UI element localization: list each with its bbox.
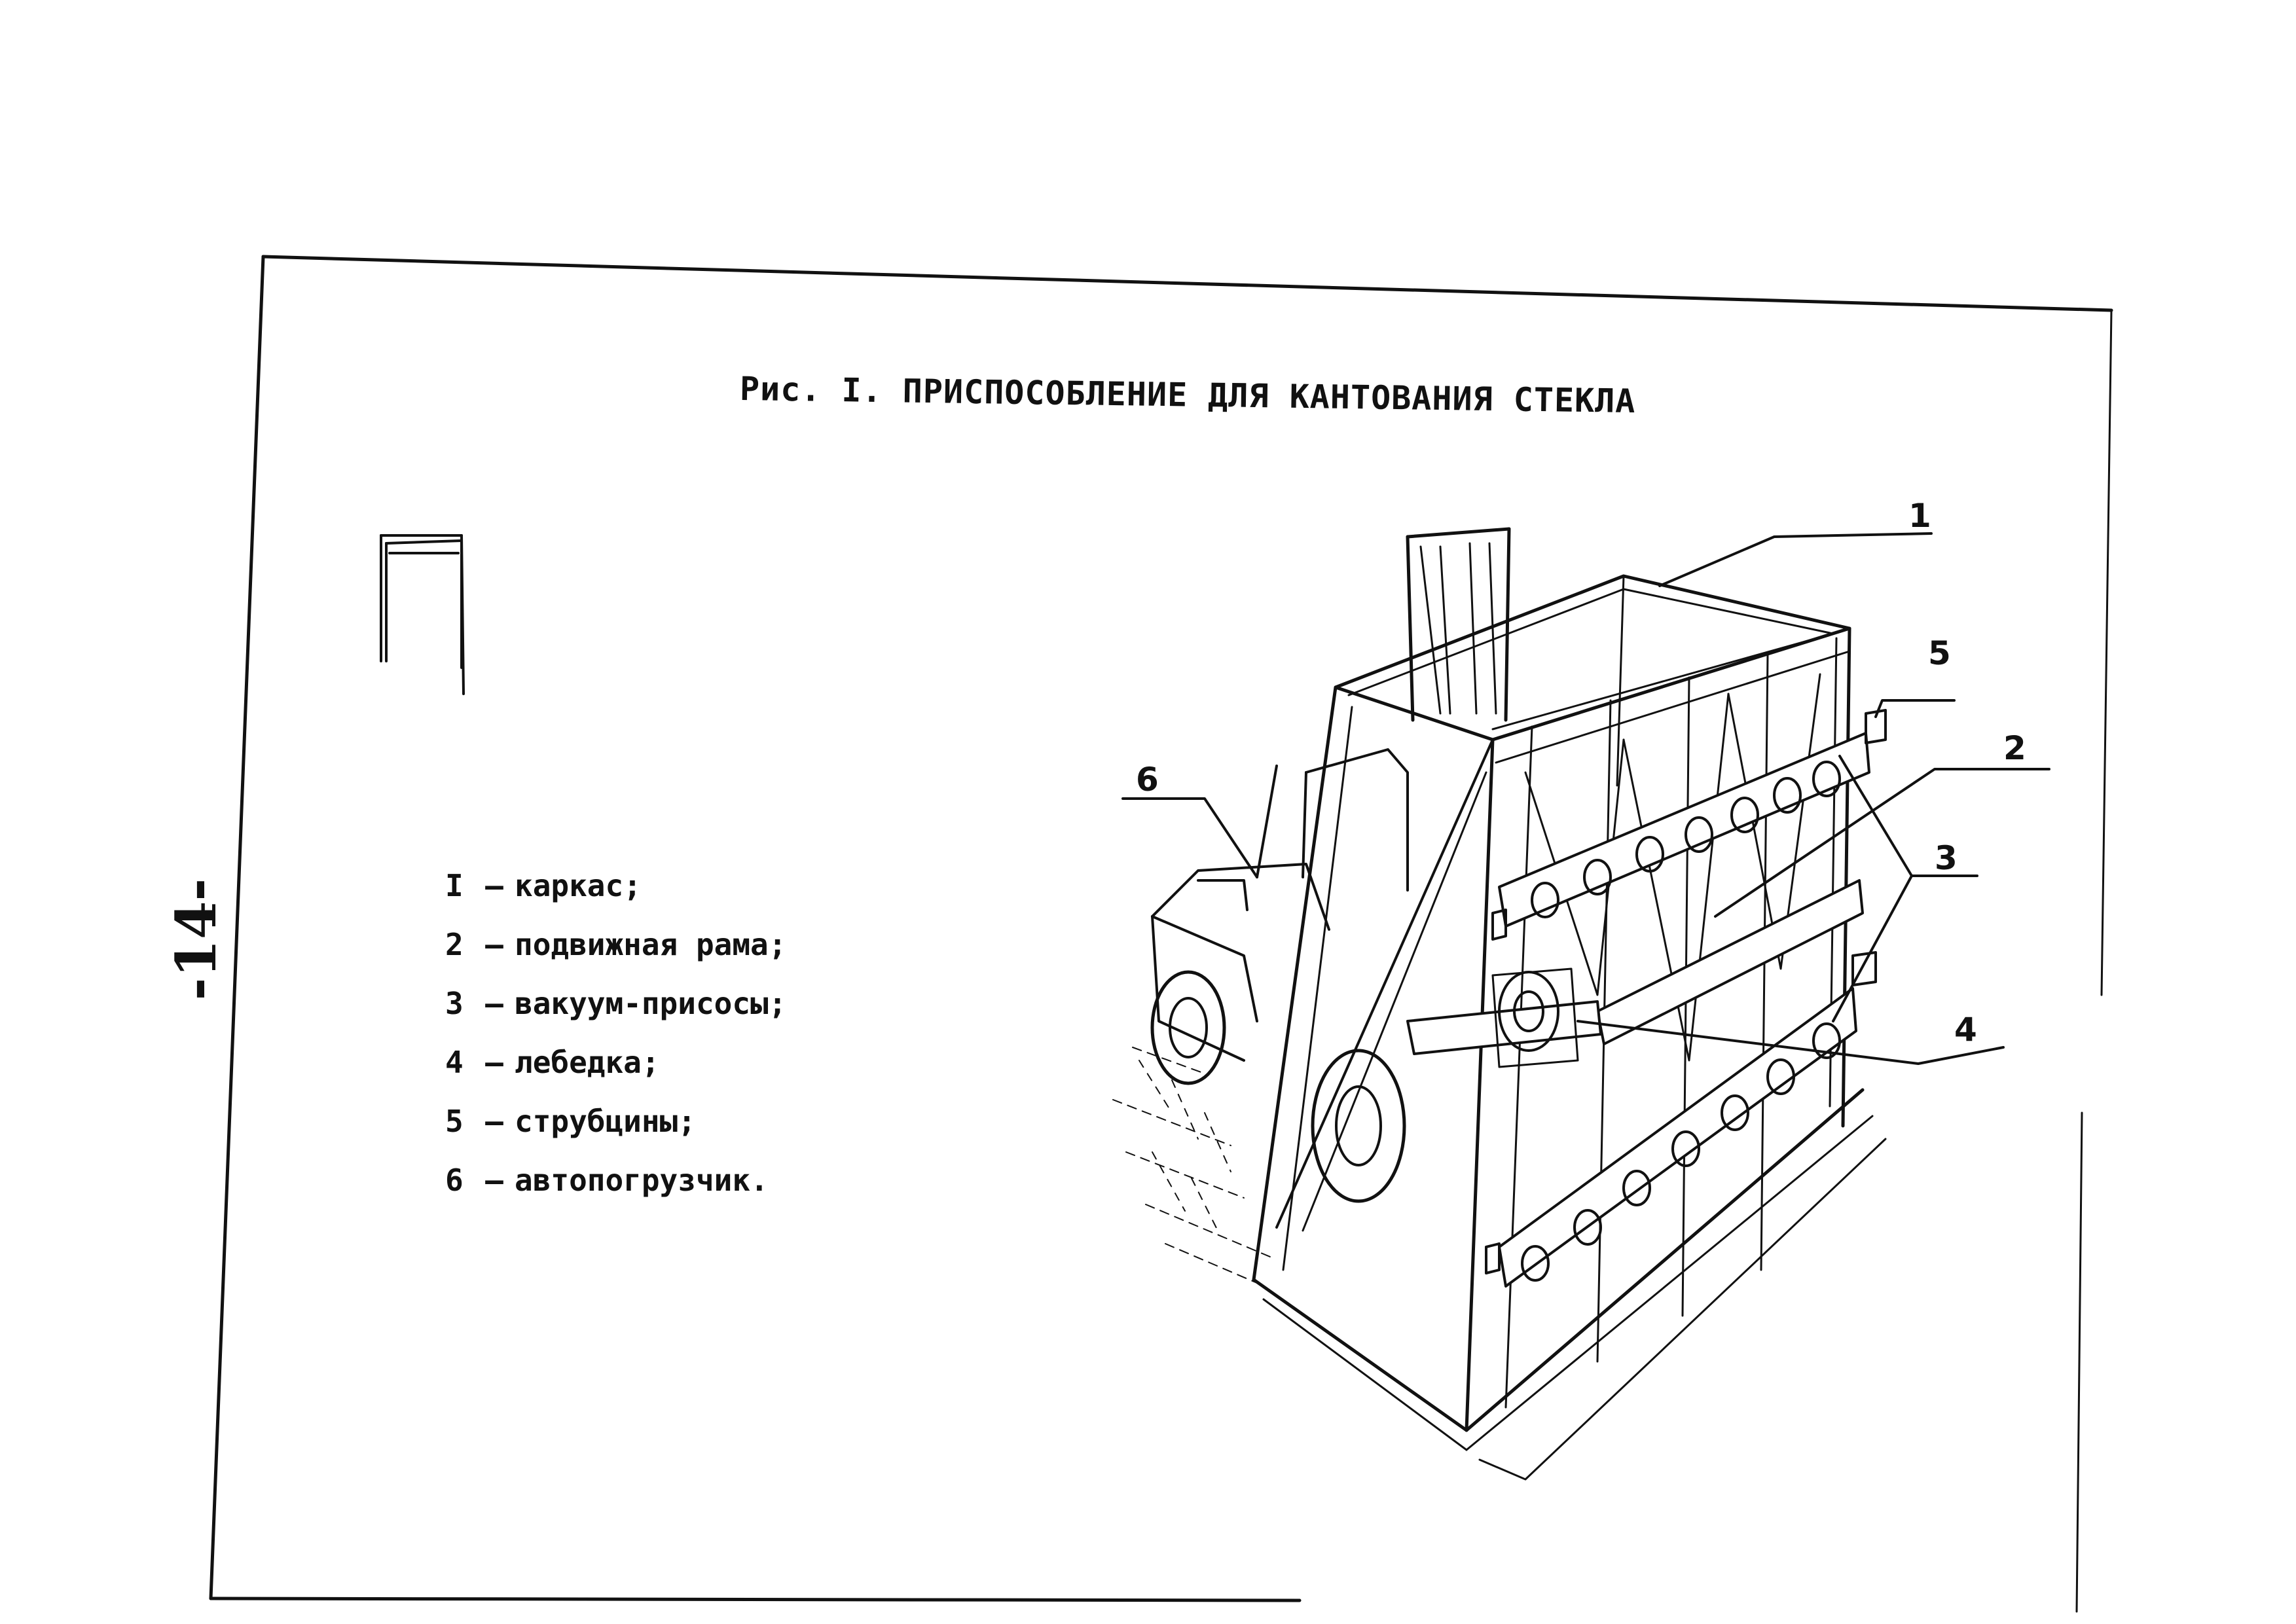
legend-text: вакуум-присосы; <box>515 986 787 1021</box>
legend-dash: – <box>485 927 503 962</box>
legend-list: I–каркас; 2–подвижная рама; 3–вакуум-при… <box>445 856 786 1210</box>
legend-text: лебедка; <box>515 1045 660 1080</box>
upper-suction-bar <box>1498 732 1870 928</box>
callout-1: 1 <box>1908 497 1931 535</box>
frame-karkas <box>1252 574 1887 1481</box>
legend-number: 5 <box>445 1104 464 1139</box>
callout-5: 5 <box>1928 634 1951 672</box>
lift-mast <box>1406 527 1511 722</box>
legend-number: 6 <box>445 1163 464 1198</box>
legend-text: каркас; <box>515 868 642 903</box>
callout-2: 2 <box>2003 729 2026 767</box>
legend-dash: – <box>485 986 503 1021</box>
lower-suction-bar <box>1498 987 1857 1288</box>
legend-number: I <box>445 868 464 903</box>
winch <box>1406 967 1602 1068</box>
legend-text: струбцины; <box>515 1104 696 1139</box>
callout-labels: 1 5 2 3 4 6 <box>1136 497 2026 1049</box>
legend-dash: – <box>485 868 503 903</box>
callout-4: 4 <box>1954 1011 1977 1049</box>
legend-dash: – <box>485 1104 503 1139</box>
legend-number: 4 <box>445 1045 464 1080</box>
legend-item: 4–лебедка; <box>445 1033 786 1092</box>
legend-item: 2–подвижная рама; <box>445 915 786 974</box>
legend-number: 3 <box>445 986 464 1021</box>
legend-dash: – <box>485 1045 503 1080</box>
forklift-illustration <box>380 534 1409 1284</box>
legend-item: 3–вакуум-присосы; <box>445 974 786 1033</box>
leader-lines <box>1121 532 2050 1065</box>
callout-3: 3 <box>1935 839 1958 877</box>
legend-number: 2 <box>445 927 464 962</box>
page-frame <box>209 255 2113 1613</box>
legend-item: 5–струбцины; <box>445 1092 786 1151</box>
legend-dash: – <box>485 1163 503 1198</box>
legend-item: 6–автопогрузчик. <box>445 1151 786 1210</box>
legend-text: подвижная рама; <box>515 927 787 962</box>
legend-text: автопогрузчик. <box>515 1163 769 1198</box>
page-number: -14- <box>164 878 228 1001</box>
legend-item: I–каркас; <box>445 856 786 915</box>
callout-6: 6 <box>1136 761 1159 799</box>
